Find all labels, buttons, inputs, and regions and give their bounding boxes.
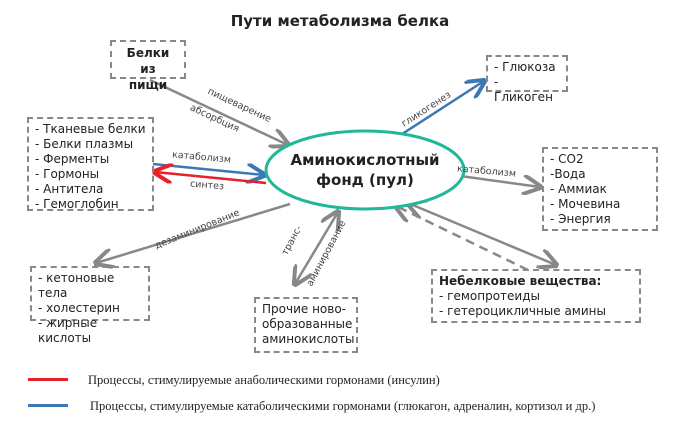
legend-red-line [28, 378, 68, 381]
list-item: - Мочевина [550, 197, 621, 211]
amino-acid-pool-ellipse [264, 129, 466, 211]
glucose-box: - Глюкоза - Гликоген [486, 55, 568, 104]
list-item: - Тканевые белки [35, 122, 146, 136]
list-item: - Антитела [35, 182, 104, 196]
transamination-arrow [295, 212, 338, 284]
list-item: - жирные кислоты [38, 316, 98, 345]
list-item: - кетоновые тела [38, 271, 115, 300]
legend-catabolic-text: Процессы, стимулируемые катаболическими … [90, 399, 596, 413]
digestion-arrow [149, 78, 288, 145]
list-item: - Аммиак [550, 182, 607, 196]
pool-line2: фонд (пул) [316, 171, 414, 189]
list-item: -Вода [550, 167, 586, 181]
other-amino-acids-box: Прочие ново- образованные аминокислоты [254, 297, 358, 353]
list-item: - Белки плазмы [35, 137, 134, 151]
list-item: - холестерин [38, 301, 120, 315]
pool-line1: Аминокислотный [290, 151, 440, 169]
list-item: - Гемоглобин [35, 197, 119, 211]
ketone-box: - кетоновые тела - холестерин - жирные к… [30, 266, 150, 345]
food-line2: пищи [128, 78, 168, 92]
amino-acid-pool: Аминокислотный фонд (пул) [266, 150, 464, 190]
synthesis-arrow [155, 172, 267, 185]
list-item: образованные [262, 317, 353, 331]
list-item: Прочие ново- [262, 302, 346, 316]
list-item: - Ферменты [35, 152, 110, 166]
glycogenesis-arrow [395, 81, 484, 140]
food-line1: Белки из [126, 46, 170, 76]
body-proteins-box: - Тканевые белки - Белки плазмы - Фермен… [27, 117, 154, 211]
nonprotein-box: Небелковые вещества: - гемопротеиды - ге… [431, 269, 641, 323]
food-proteins-box: Белки из пищи [110, 40, 186, 92]
page-title: Пути метаболизма белка [230, 12, 450, 30]
list-item: - гемопротеиды [439, 289, 540, 303]
legend-anabolic-text: Процессы, стимулируемые анаболическими г… [88, 373, 440, 387]
end-products-box: - CO2 -Вода - Аммиак - Мочевина - Энерги… [542, 147, 658, 231]
list-item: - Энергия [550, 212, 611, 226]
nonprotein-dashed-arrow [396, 206, 529, 272]
list-item: - Глюкоза [494, 60, 556, 74]
list-item: - гетероцикличные амины [439, 304, 606, 318]
deamination-arrow [96, 202, 291, 263]
list-item: аминокислоты [262, 332, 355, 346]
nonprotein-arrow [408, 203, 556, 265]
list-item: - CO2 [550, 152, 584, 166]
nonprotein-heading: Небелковые вещества: [439, 274, 602, 288]
list-item: - Гликоген [494, 75, 553, 104]
list-item: - Гормоны [35, 167, 100, 181]
legend-blue-line [28, 404, 68, 407]
